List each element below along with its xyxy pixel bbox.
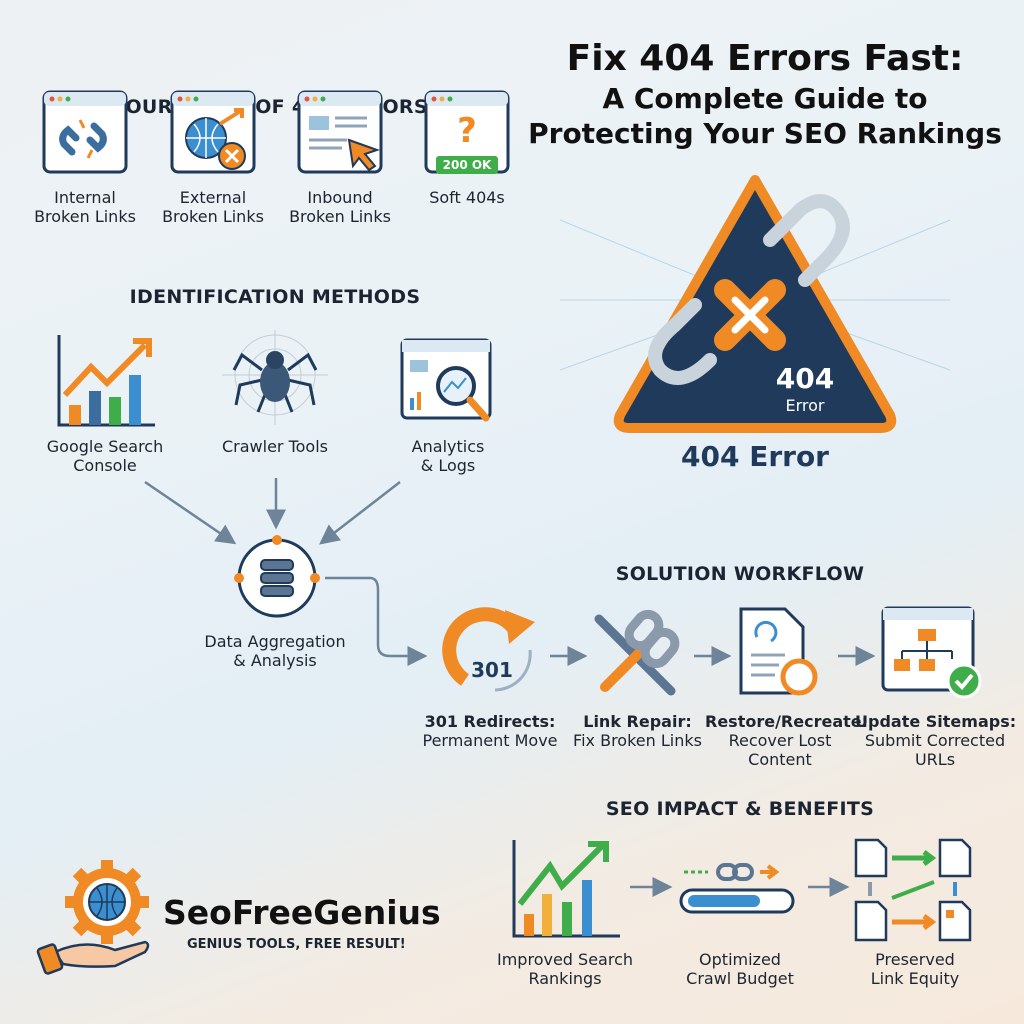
type-item-external xyxy=(170,90,256,174)
inbound-cursor-icon xyxy=(297,90,383,174)
step-label-link-repair: Link Repair:Fix Broken Links xyxy=(573,712,702,750)
hero-404-number: 404 xyxy=(775,362,835,395)
redirect-301-text: 301 xyxy=(471,658,513,682)
broken-link-icon xyxy=(42,90,128,174)
magnifier-icon xyxy=(400,338,492,422)
brand-logo-icon xyxy=(36,860,150,975)
rankings-chart-icon xyxy=(512,840,620,938)
brand-tagline: GENIUS TOOLS, FREE RESULT! xyxy=(187,937,406,952)
type-item-inbound xyxy=(297,90,383,174)
question-icon: ? xyxy=(424,90,510,174)
title-line-2: A Complete Guide to xyxy=(602,82,928,115)
hub-label: Data Aggregation& Analysis xyxy=(204,632,346,670)
method-label-crawler: Crawler Tools xyxy=(221,437,328,456)
title-line-3: Protecting Your SEO Rankings xyxy=(528,117,1002,150)
wrench-link-icon xyxy=(594,609,680,696)
sitemap-check-icon xyxy=(881,606,982,699)
broken-link-warning-icon xyxy=(559,175,951,433)
brand-name: SeoFreeGenius xyxy=(163,893,441,932)
spider-icon xyxy=(222,330,328,425)
type-item-internal xyxy=(42,90,128,174)
status-200-badge: 200 OK xyxy=(436,156,498,174)
impact-heading: SEO IMPACT & BENEFITS xyxy=(605,798,875,820)
type-item-soft404: ? 200 OK xyxy=(424,90,510,174)
identification-heading: IDENTIFICATION METHODS xyxy=(129,286,421,308)
method-label-analytics: Analytics& Logs xyxy=(411,437,485,475)
svg-text:?: ? xyxy=(457,111,477,151)
globe-error-icon xyxy=(170,90,256,174)
document-restore-icon xyxy=(739,607,818,696)
chart-icon xyxy=(57,335,155,427)
redirect-arrow-icon xyxy=(442,607,535,692)
database-icon xyxy=(234,535,320,618)
workflow-heading: SOLUTION WORKFLOW xyxy=(615,563,865,585)
link-equity-icon xyxy=(854,838,972,942)
step-label-redirects: 301 Redirects:Permanent Move xyxy=(422,712,558,750)
type-label-soft404: Soft 404s xyxy=(429,188,505,207)
hero-caption: 404 Error xyxy=(681,440,829,473)
title-line-1: Fix 404 Errors Fast: xyxy=(566,38,964,79)
crawl-budget-icon xyxy=(679,863,795,914)
hero-error-sub: Error xyxy=(785,396,825,415)
